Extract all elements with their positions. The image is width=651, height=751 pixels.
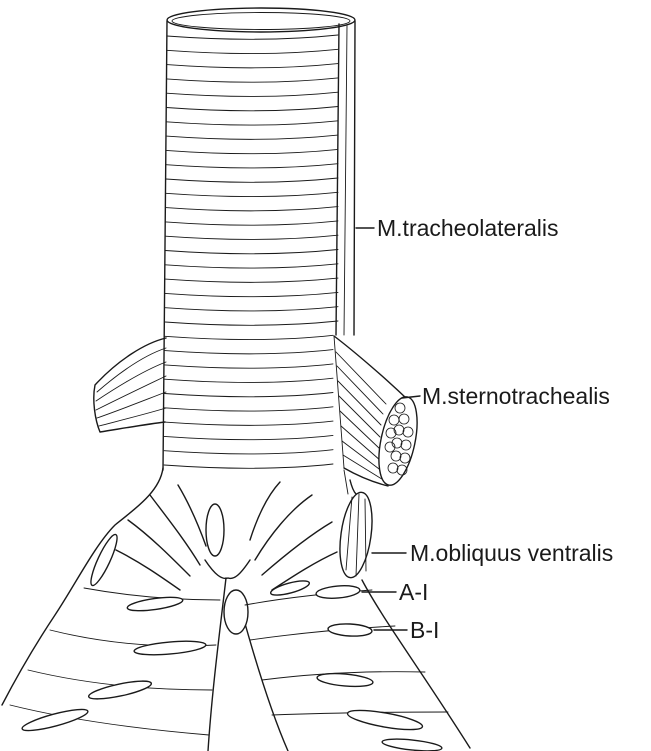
left-bronchial-rings <box>10 532 220 735</box>
tracheal-ring <box>166 192 338 196</box>
left-bronchus-outer-edge <box>2 468 163 705</box>
tracheal-ring <box>165 307 338 311</box>
right-sternotrachealis-upper-edge <box>334 336 406 398</box>
tracheal-ring <box>166 121 338 125</box>
syrinx-fan-lines <box>116 482 337 590</box>
trachea <box>163 8 355 470</box>
bronchial-ring-end <box>317 672 374 689</box>
trachea-top-rim-inner <box>172 13 350 30</box>
tracheolateralis-fiber <box>344 26 347 335</box>
tracheal-ring <box>166 149 338 153</box>
tracheal-ring <box>165 393 334 397</box>
trachea-right-edge <box>354 21 355 335</box>
bronchial-ring-end <box>346 707 423 734</box>
bronchial-ring-a1 <box>316 584 361 600</box>
bronchial-ring-end <box>382 737 443 751</box>
syrinx-fan-line <box>262 522 332 575</box>
tracheal-ring <box>166 135 338 139</box>
bronchial-ring-end <box>269 578 310 598</box>
tracheal-ring <box>166 164 338 168</box>
bifurcation-junction <box>205 560 250 578</box>
syrinx-fan-line <box>178 485 206 546</box>
tracheal-ring <box>164 421 333 425</box>
tracheal-ring <box>167 64 338 68</box>
tracheal-ring <box>164 450 333 454</box>
tracheal-ring <box>166 207 338 211</box>
right-sternotrachealis-base <box>334 336 344 468</box>
label-b1: B-I <box>410 617 439 643</box>
trachea-top-rim-outer <box>167 8 355 32</box>
left-sternotrachealis-muscle <box>94 338 166 432</box>
syrinx-fan-line <box>128 520 190 576</box>
tracheolateralis-muscle <box>336 24 348 494</box>
bronchial-ring-end <box>87 677 152 702</box>
tracheal-ring <box>165 335 333 339</box>
muscle-fiber <box>337 366 383 414</box>
tracheal-ring <box>166 178 338 182</box>
tracheal-ring <box>166 235 339 239</box>
obliquus-ventralis-muscle <box>335 490 377 579</box>
right-sternotrachealis-muscle <box>334 336 424 489</box>
tracheal-ring <box>165 264 338 268</box>
syrinx-fan-line <box>250 482 280 540</box>
tracheal-ring <box>165 292 338 296</box>
muscle-cross-section <box>372 393 424 488</box>
tracheal-ring <box>164 435 333 439</box>
muscle-fiber <box>96 376 166 410</box>
trachea-left-edge <box>163 21 167 470</box>
muscle-fiber <box>97 392 166 418</box>
tracheolateralis-lower-band <box>344 470 348 494</box>
tracheal-ring <box>166 221 338 225</box>
tracheal-ring <box>165 378 333 382</box>
label-tracheolateralis: M.tracheolateralis <box>377 215 559 241</box>
tracheal-ring <box>165 278 338 282</box>
bronchial-ring-end <box>134 639 207 657</box>
tracheal-ring <box>164 407 333 411</box>
junction-oval <box>224 590 248 634</box>
tracheal-ring <box>165 321 338 325</box>
tracheal-ring <box>164 464 333 468</box>
label-sternotrachealis: M.sternotrachealis <box>422 383 610 409</box>
bronchial-ring-b1 <box>328 623 373 637</box>
muscle-fiber <box>336 352 386 404</box>
syrinx-fan-line <box>255 495 312 560</box>
pessulus-oval <box>206 504 224 556</box>
syrinx-fan-line <box>150 495 200 565</box>
right-bronchus-upper-edge <box>350 480 356 494</box>
tracheal-ring <box>166 107 338 111</box>
tracheal-ring <box>167 78 339 82</box>
tracheal-rings <box>164 35 338 468</box>
label-obliquus-ventralis: M.obliquus ventralis <box>410 540 613 566</box>
left-bronchus-inner-edge <box>208 578 226 751</box>
tracheal-ring <box>166 92 338 96</box>
label-a1: A-I <box>399 579 428 605</box>
tracheal-ring <box>167 49 338 53</box>
tracheal-ring <box>165 350 333 354</box>
tracheal-ring <box>165 364 333 368</box>
tracheal-ring <box>167 35 338 39</box>
tracheolateralis-edge <box>336 24 339 335</box>
tracheal-ring <box>165 250 338 254</box>
bronchial-ring <box>250 626 395 640</box>
bronchial-ring-end <box>87 532 122 588</box>
muscle-fiber <box>338 381 381 425</box>
syrinx-region <box>2 468 470 751</box>
